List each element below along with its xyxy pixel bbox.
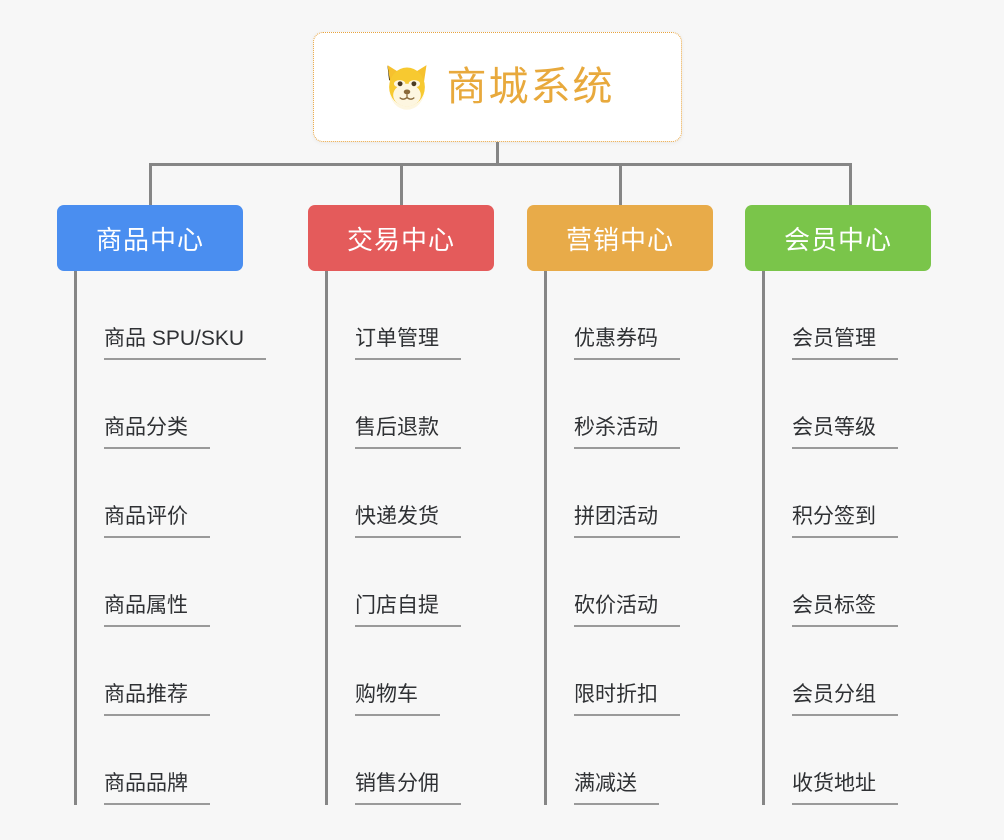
category-items-marketing: 优惠券码 秒杀活动 拼团活动 砍价活动 限时折扣 满减送 — [527, 271, 713, 805]
list-item[interactable]: 商品品牌 — [74, 716, 243, 805]
list-item[interactable]: 秒杀活动 — [544, 360, 713, 449]
category-header-trade[interactable]: 交易中心 — [308, 205, 494, 271]
connector-drop-3 — [619, 163, 622, 206]
list-item[interactable]: 快递发货 — [325, 449, 494, 538]
list-item[interactable]: 积分签到 — [762, 449, 931, 538]
list-item-label: 商品属性 — [104, 595, 210, 627]
list-item-label: 积分签到 — [792, 506, 898, 538]
list-item-label: 商品分类 — [104, 417, 210, 449]
list-item[interactable]: 商品 SPU/SKU — [74, 271, 267, 360]
list-item-label: 快递发货 — [355, 506, 461, 538]
category-header-marketing[interactable]: 营销中心 — [527, 205, 713, 271]
list-item-label: 商品推荐 — [104, 684, 210, 716]
list-item[interactable]: 商品评价 — [74, 449, 243, 538]
column-spine — [762, 271, 765, 805]
connector-root-stem — [496, 142, 499, 165]
category-items-trade: 订单管理 售后退款 快递发货 门店自提 购物车 销售分佣 — [308, 271, 494, 805]
list-item-label: 商品品牌 — [104, 773, 210, 805]
connector-drop-1 — [149, 163, 152, 206]
list-item-label: 会员分组 — [792, 684, 898, 716]
root-title: 商城系统 — [446, 65, 615, 109]
column-spine — [325, 271, 328, 805]
list-item[interactable]: 门店自提 — [325, 538, 494, 627]
list-item[interactable]: 订单管理 — [325, 271, 494, 360]
category-header-label: 商品中心 — [95, 224, 204, 255]
list-item-label: 购物车 — [355, 684, 440, 716]
connector-drop-4 — [849, 163, 852, 206]
category-header-label: 交易中心 — [346, 224, 455, 255]
list-item[interactable]: 会员分组 — [762, 627, 931, 716]
shiba-dog-face-icon — [387, 65, 426, 110]
list-item-label: 优惠券码 — [574, 328, 680, 360]
list-item[interactable]: 销售分佣 — [325, 716, 494, 805]
column-spine — [544, 271, 547, 805]
list-item-label: 秒杀活动 — [574, 417, 680, 449]
list-item-label: 限时折扣 — [574, 684, 680, 716]
category-column-product: 商品中心 商品 SPU/SKU 商品分类 商品评价 商品属性 商品推荐 商品品牌 — [57, 205, 267, 805]
list-item-label: 会员等级 — [792, 417, 898, 449]
list-item[interactable]: 会员等级 — [762, 360, 931, 449]
list-item-label: 会员管理 — [792, 328, 898, 360]
list-item[interactable]: 优惠券码 — [544, 271, 713, 360]
list-item-label: 满减送 — [574, 773, 659, 805]
category-items-product: 商品 SPU/SKU 商品分类 商品评价 商品属性 商品推荐 商品品牌 — [57, 271, 267, 805]
category-header-label: 会员中心 — [783, 224, 892, 255]
list-item-label: 商品评价 — [104, 506, 210, 538]
list-item[interactable]: 满减送 — [544, 716, 713, 805]
list-item-label: 销售分佣 — [355, 773, 461, 805]
category-header-product[interactable]: 商品中心 — [57, 205, 243, 271]
list-item[interactable]: 砍价活动 — [544, 538, 713, 627]
list-item[interactable]: 限时折扣 — [544, 627, 713, 716]
column-spine — [74, 271, 77, 805]
connector-drop-2 — [400, 163, 403, 206]
category-column-marketing: 营销中心 优惠券码 秒杀活动 拼团活动 砍价活动 限时折扣 满减送 — [527, 205, 713, 805]
list-item[interactable]: 会员管理 — [762, 271, 931, 360]
category-header-member[interactable]: 会员中心 — [745, 205, 931, 271]
list-item-label: 售后退款 — [355, 417, 461, 449]
list-item-label: 会员标签 — [792, 595, 898, 627]
list-item-label: 商品 SPU/SKU — [104, 328, 267, 360]
list-item-label: 砍价活动 — [574, 595, 680, 627]
list-item-label: 收货地址 — [792, 773, 898, 805]
root-node[interactable]: 商城系统 — [313, 32, 682, 142]
list-item-label: 门店自提 — [355, 595, 461, 627]
list-item[interactable]: 收货地址 — [762, 716, 931, 805]
list-item[interactable]: 会员标签 — [762, 538, 931, 627]
connector-bus — [149, 163, 852, 166]
category-items-member: 会员管理 会员等级 积分签到 会员标签 会员分组 收货地址 — [745, 271, 931, 805]
list-item[interactable]: 商品分类 — [74, 360, 243, 449]
list-item-label: 拼团活动 — [574, 506, 680, 538]
list-item[interactable]: 商品推荐 — [74, 627, 243, 716]
list-item[interactable]: 购物车 — [325, 627, 494, 716]
category-column-member: 会员中心 会员管理 会员等级 积分签到 会员标签 会员分组 收货地址 — [745, 205, 931, 805]
list-item[interactable]: 拼团活动 — [544, 449, 713, 538]
list-item[interactable]: 商品属性 — [74, 538, 243, 627]
list-item[interactable]: 售后退款 — [325, 360, 494, 449]
category-column-trade: 交易中心 订单管理 售后退款 快递发货 门店自提 购物车 销售分佣 — [308, 205, 494, 805]
category-header-label: 营销中心 — [565, 224, 674, 255]
list-item-label: 订单管理 — [355, 328, 461, 360]
